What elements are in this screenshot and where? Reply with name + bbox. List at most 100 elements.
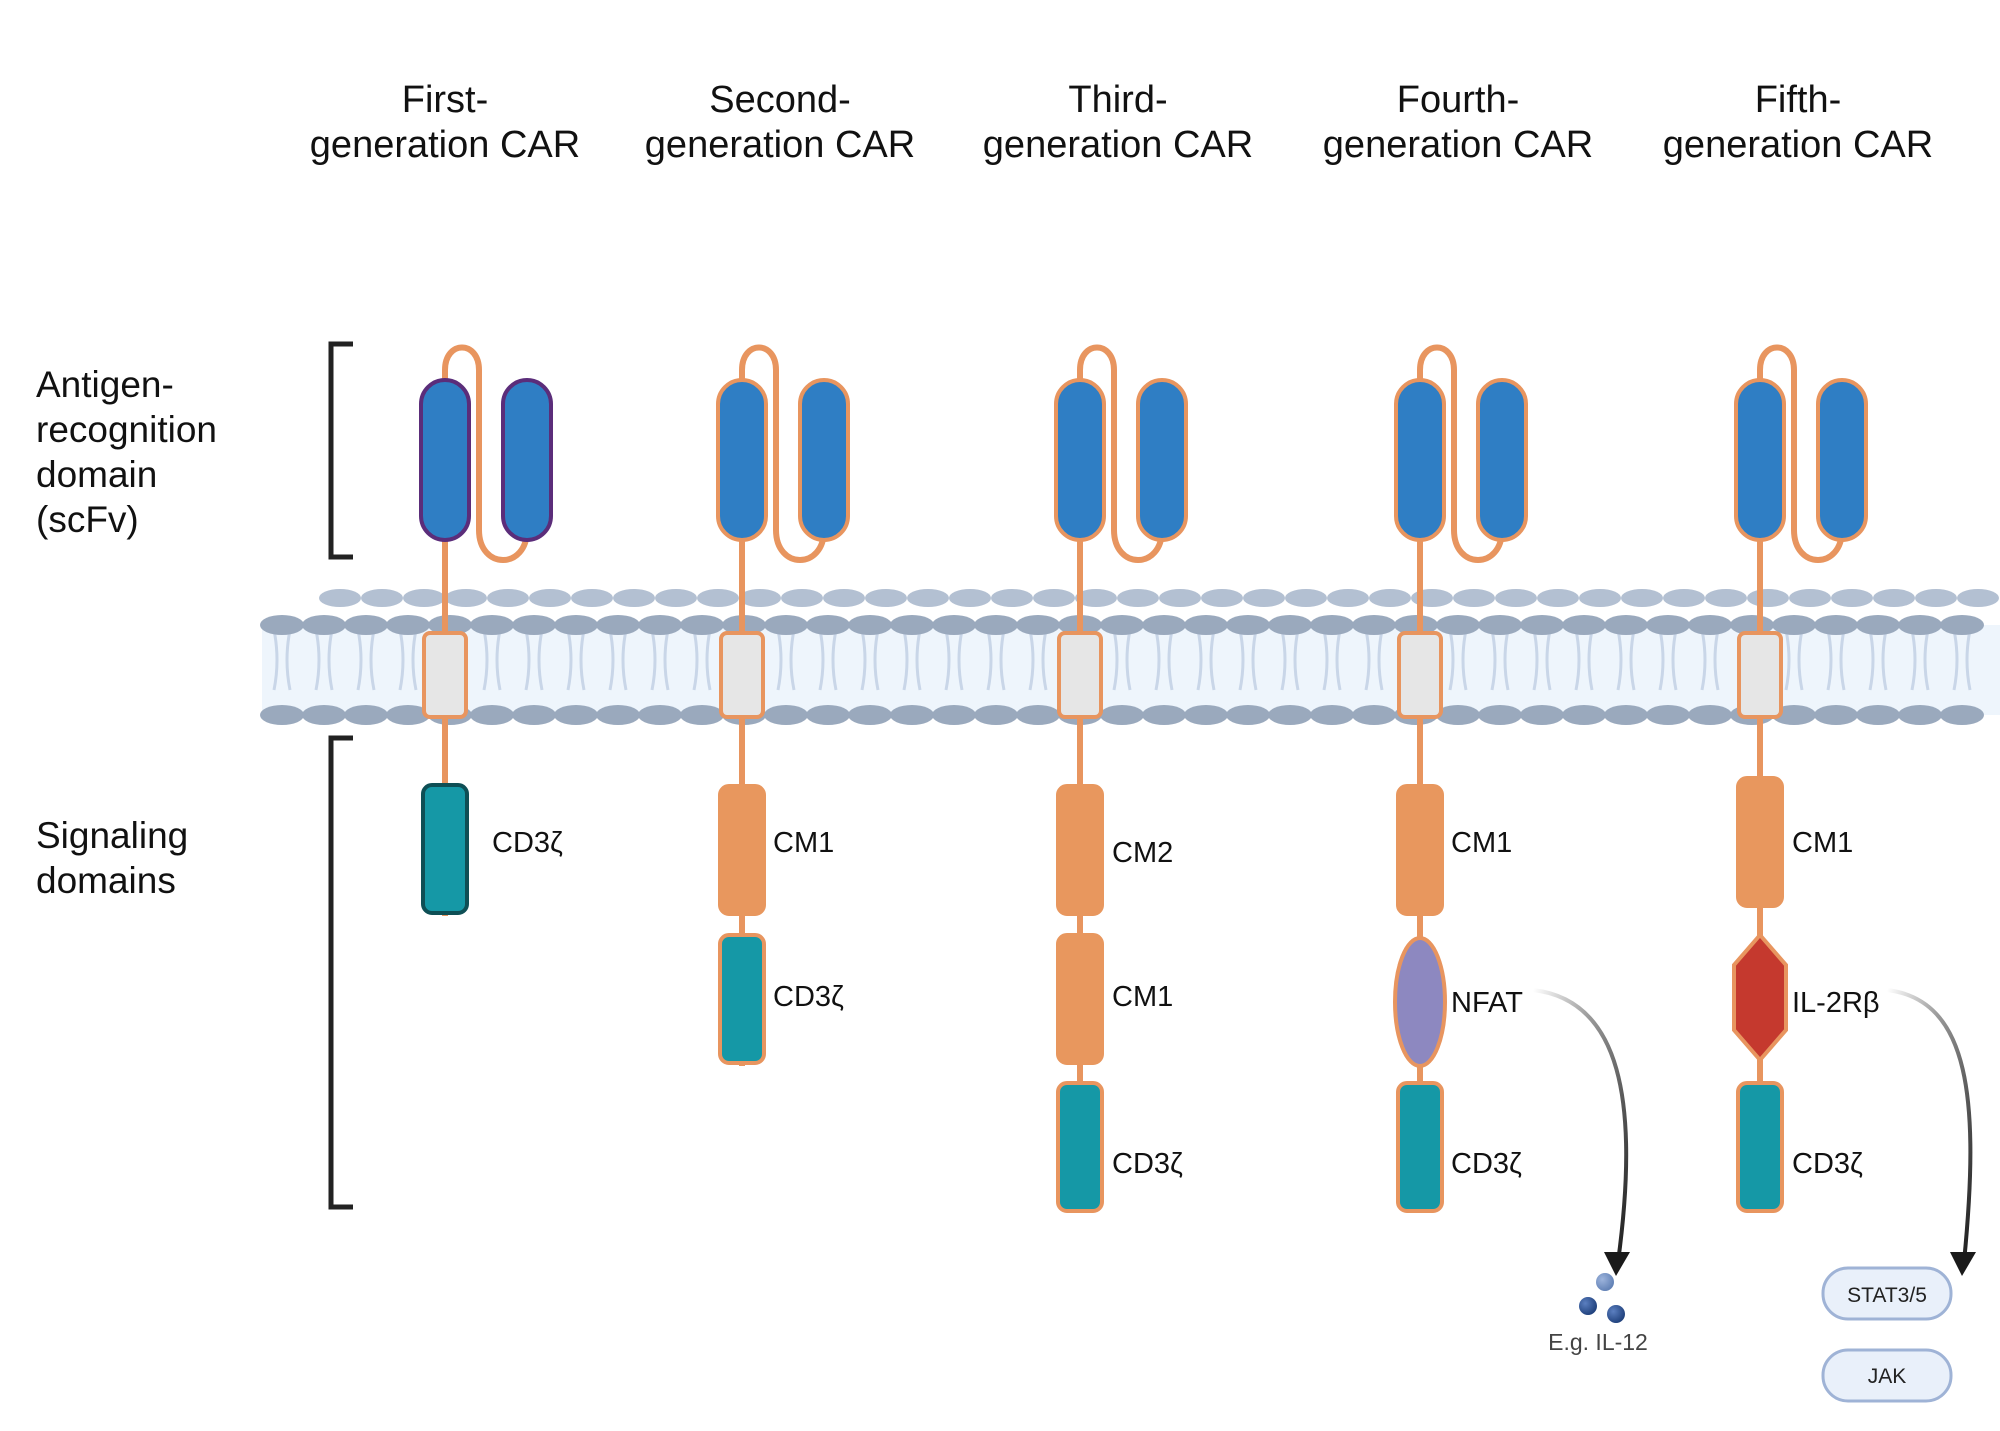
lipid-head (487, 589, 529, 607)
lipid-head (680, 615, 724, 635)
lipid-tail (818, 629, 825, 691)
lipid-head (764, 705, 808, 725)
lipid-tail (1503, 629, 1510, 691)
lipid-head (428, 615, 472, 635)
lipid-head (1646, 615, 1690, 635)
lipid-tail (1910, 629, 1917, 691)
il2rb-arrowhead (1950, 1252, 1976, 1276)
cd3z-domain (718, 933, 766, 1065)
lipid-head (890, 615, 934, 635)
lipid-head (596, 705, 640, 725)
stalk-mask (440, 916, 450, 1216)
lipid-tail (1154, 629, 1161, 691)
column-title-fifth: Fifth- generation CAR (1638, 78, 1958, 168)
lipid-head (1327, 589, 1369, 607)
lipid-head (1562, 705, 1606, 725)
stalk-mask (737, 1066, 747, 1216)
lipid-tail (663, 629, 670, 691)
lipid-head (806, 705, 850, 725)
lipid-head (680, 705, 724, 725)
fourth-nfat-label: NFAT (1451, 987, 1523, 1019)
lipid-head (1369, 589, 1411, 607)
lipid-head (1285, 589, 1327, 607)
lipid-tail (1335, 629, 1342, 691)
lipid-tail (1196, 629, 1203, 691)
lipid-head (1873, 589, 1915, 607)
lipid-head (1562, 615, 1606, 635)
lipid-tail (957, 629, 964, 691)
lipid-head (613, 589, 655, 607)
lipid-tail (537, 629, 544, 691)
lipid-head (1772, 615, 1816, 635)
fourth-cm1-label: CM1 (1451, 827, 1512, 859)
lipid-head (571, 589, 613, 607)
car-receptor-2 (716, 344, 850, 1200)
scfv-heavy-chain (419, 378, 471, 542)
stat35-label: STAT3/5 (1847, 1284, 1927, 1307)
lipid-head (1520, 705, 1564, 725)
cm2-domain (1056, 784, 1104, 916)
lipid-head (1898, 615, 1942, 635)
lipid-tail (272, 629, 279, 691)
lipid-head (1117, 589, 1159, 607)
lipid-tail (621, 629, 628, 691)
lipid-tail (1364, 629, 1371, 691)
lipid-head (302, 615, 346, 635)
il12-molecule (1607, 1305, 1625, 1323)
lipid-head (974, 705, 1018, 725)
lipid-head (1033, 589, 1075, 607)
lipid-head (1436, 705, 1480, 725)
lipid-tail (1629, 629, 1636, 691)
lipid-tail (1587, 629, 1594, 691)
lipid-head (697, 589, 739, 607)
lipid-tail (692, 629, 699, 691)
lipid-tail (789, 629, 796, 691)
lipid-head (1016, 615, 1060, 635)
lipid-head (1478, 615, 1522, 635)
fourth-cd3z-label: CD3ζ (1451, 1148, 1522, 1180)
column-title-first: First- generation CAR (285, 78, 605, 168)
nfat-arrow (1532, 988, 1629, 1263)
lipid-head (1537, 589, 1579, 607)
lipid-head (1142, 705, 1186, 725)
lipid-head (260, 705, 304, 725)
lipid-head (1915, 589, 1957, 607)
lipid-head (764, 615, 808, 635)
third-cm2-label: CM2 (1112, 837, 1173, 869)
lipid-head (638, 705, 682, 725)
scfv-linker (1417, 344, 1505, 563)
scfv-heavy-chain (1054, 378, 1106, 542)
cell-membrane (260, 589, 2000, 725)
lipid-tail (524, 629, 531, 691)
lipid-head (1075, 589, 1117, 607)
il12-label: E.g. IL-12 (1548, 1329, 1648, 1355)
lipid-head (1142, 615, 1186, 635)
fifth-cm1-label: CM1 (1792, 827, 1853, 859)
lipid-tail (1952, 629, 1959, 691)
lipid-head (1579, 589, 1621, 607)
cd3z-domain (1396, 1081, 1444, 1213)
cm1-domain (718, 784, 766, 916)
lipid-head (596, 615, 640, 635)
title-line: generation CAR (644, 124, 916, 166)
lipid-head (890, 705, 934, 725)
transmembrane-domain (422, 631, 468, 719)
lipid-tail (1532, 629, 1539, 691)
lipid-head (1621, 589, 1663, 607)
lipid-tail (1280, 629, 1287, 691)
second-cd3z-label: CD3ζ (773, 981, 844, 1013)
jak-pill (1821, 1348, 1953, 1403)
lipid-tail (860, 629, 867, 691)
title-line: Fourth- (1396, 79, 1520, 121)
il2rb-domain (1732, 931, 1788, 1064)
lipid-tail (831, 629, 838, 691)
column-title-second: Second- generation CAR (620, 78, 940, 168)
lipid-head (1436, 615, 1480, 635)
lipid-tail (1713, 629, 1720, 691)
scfv-light-chain (1476, 378, 1528, 542)
lipid-head (1453, 589, 1495, 607)
lipid-head (1520, 615, 1564, 635)
cm1-domain (1396, 784, 1444, 916)
signaling-domains-label: Signaling domains (36, 813, 188, 903)
lipid-head (739, 589, 781, 607)
